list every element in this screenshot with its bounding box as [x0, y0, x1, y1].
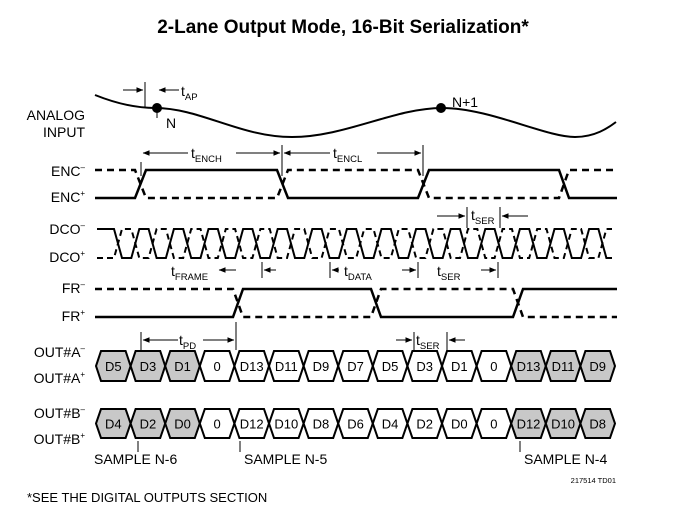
- fr-minus-label: FR–: [62, 280, 86, 296]
- out-b-cell-label: D8: [313, 417, 330, 432]
- tdata-label: tDATA: [344, 263, 372, 283]
- dco-plus-waveform: [97, 228, 612, 259]
- analog-input-label-line1: ANALOG: [27, 107, 85, 123]
- out-b-cell-label: D2: [140, 417, 157, 432]
- outb-plus-label: OUT#B+: [34, 431, 86, 447]
- outb-minus-label: OUT#B–: [34, 405, 86, 421]
- tench-label: tENCH: [191, 145, 222, 165]
- dco-minus-waveform: [97, 228, 612, 259]
- tser-dco-label: tSER: [471, 207, 495, 227]
- tencl-label: tENCL: [333, 145, 362, 165]
- tap-label: tAP: [181, 83, 198, 103]
- analog-input-label-line2: INPUT: [43, 124, 85, 140]
- out-a-cell-label: 0: [213, 359, 220, 374]
- out-b-cell-label: D10: [551, 417, 575, 432]
- sample-n5-label: SAMPLE N-5: [244, 451, 327, 467]
- out-a-cell-label: D1: [451, 359, 468, 374]
- out-b-cell-label: D12: [240, 417, 264, 432]
- out-b-cell-label: D8: [589, 417, 606, 432]
- out-a-cell-label: D3: [140, 359, 157, 374]
- out-b-cell-label: D10: [274, 417, 298, 432]
- dco-plus-label: DCO+: [49, 249, 85, 265]
- fr-plus-label: FR+: [62, 308, 86, 324]
- tpd-label: tPD: [179, 332, 196, 352]
- enc-minus-label: ENC–: [51, 163, 86, 179]
- out-b-cell-label: D2: [416, 417, 433, 432]
- tser-out-label: tSER: [416, 332, 440, 352]
- fr-plus-waveform: [95, 287, 617, 319]
- fr-minus-waveform: [95, 287, 617, 319]
- enc-plus-waveform: [95, 168, 617, 200]
- enc-minus-waveform: [95, 168, 617, 200]
- out-a-bus: D5 D3 D1 0 D13 D11 D9 D7 D5 D3 D1 0 D13 D11 D9: [94, 350, 617, 382]
- out-b-cell-label: D12: [517, 417, 541, 432]
- tframe-label: tFRAME: [171, 263, 208, 283]
- out-a-cell-label: D11: [275, 359, 298, 374]
- out-a-cell-label: D3: [416, 359, 433, 374]
- dco-minus-label: DCO–: [49, 221, 85, 237]
- out-a-cell-label: D5: [105, 359, 122, 374]
- outa-minus-label: OUT#A–: [34, 344, 86, 360]
- sample-n1-label: N+1: [452, 94, 478, 110]
- out-b-cell-label: D0: [451, 417, 468, 432]
- out-a-cell-label: D9: [589, 359, 606, 374]
- out-a-cell-label: D13: [517, 359, 541, 374]
- sample-point-n1: [436, 103, 446, 113]
- out-b-cell-label: 0: [213, 417, 220, 432]
- footnote: *SEE THE DIGITAL OUTPUTS SECTION: [27, 490, 267, 505]
- out-b-cell-label: D4: [105, 417, 122, 432]
- out-a-cell-label: D13: [240, 359, 264, 374]
- sample-n6-label: SAMPLE N-6: [94, 451, 177, 467]
- diagram-title: 2-Lane Output Mode, 16-Bit Serialization…: [157, 17, 529, 38]
- out-a-cell-label: D9: [313, 359, 330, 374]
- sample-n-label: N: [166, 115, 176, 131]
- out-a-cell-label: D11: [552, 359, 575, 374]
- out-b-cell-label: D4: [382, 417, 399, 432]
- out-b-cell-label: D0: [174, 417, 191, 432]
- out-a-cell: [579, 350, 617, 382]
- figure-id: 217514 TD01: [571, 476, 616, 485]
- out-a-cell-label: D7: [347, 359, 364, 374]
- out-b-bus: D4 D2 D0 0 D12 D10 D8 D6 D4 D2 D0 0 D12 D10 D8: [94, 408, 617, 439]
- out-b-cell: [579, 408, 617, 439]
- out-b-cell-label: 0: [490, 417, 497, 432]
- out-a-cell-label: 0: [490, 359, 497, 374]
- enc-plus-label: ENC+: [51, 189, 86, 205]
- out-a-cell-label: D5: [382, 359, 399, 374]
- outa-plus-label: OUT#A+: [34, 370, 86, 386]
- out-a-cell-label: D1: [174, 359, 191, 374]
- tser-fr-label: tSER: [437, 263, 461, 283]
- sample-n4-label: SAMPLE N-4: [524, 451, 607, 467]
- out-b-cell-label: D6: [347, 417, 364, 432]
